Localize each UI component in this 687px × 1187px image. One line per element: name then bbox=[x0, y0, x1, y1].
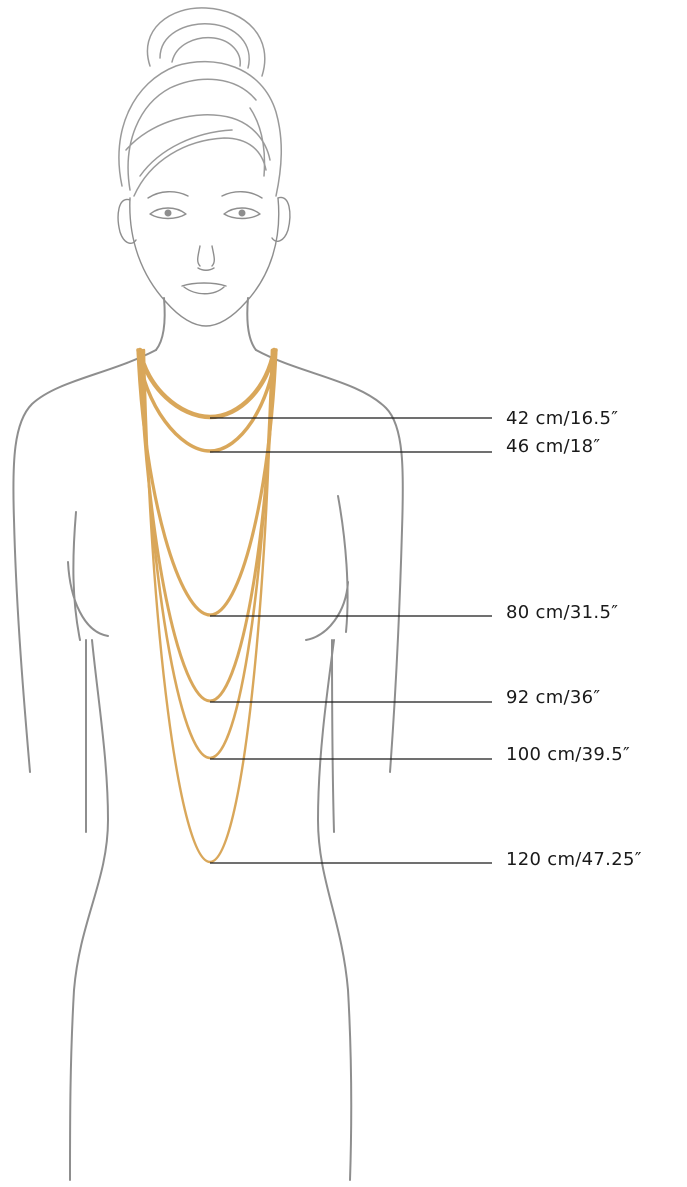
figure-illustration bbox=[13, 8, 402, 1180]
chain-42cm bbox=[140, 350, 274, 417]
length-label-80cm: 80 cm/31.5″ bbox=[506, 602, 618, 623]
length-annotations: 42 cm/16.5″ 46 cm/18″ 80 cm/31.5″ 92 cm/… bbox=[210, 408, 642, 870]
necklace-chains bbox=[138, 350, 276, 862]
length-label-92cm: 92 cm/36″ bbox=[506, 687, 600, 708]
length-label-120cm: 120 cm/47.25″ bbox=[506, 849, 642, 870]
face-outline bbox=[130, 198, 279, 326]
left-shoulder-arm bbox=[13, 350, 156, 772]
neck bbox=[156, 298, 165, 350]
torso-right bbox=[318, 640, 351, 1180]
nose bbox=[198, 246, 215, 266]
length-label-42cm: 42 cm/16.5″ bbox=[506, 408, 618, 429]
mouth bbox=[182, 283, 226, 286]
right-shoulder-arm bbox=[256, 350, 403, 772]
length-label-46cm: 46 cm/18″ bbox=[506, 436, 600, 457]
chain-46cm bbox=[138, 350, 276, 451]
length-label-100cm: 100 cm/39.5″ bbox=[506, 744, 630, 765]
torso-left bbox=[70, 640, 108, 1180]
hair bbox=[119, 62, 281, 196]
eyebrows bbox=[148, 192, 188, 198]
